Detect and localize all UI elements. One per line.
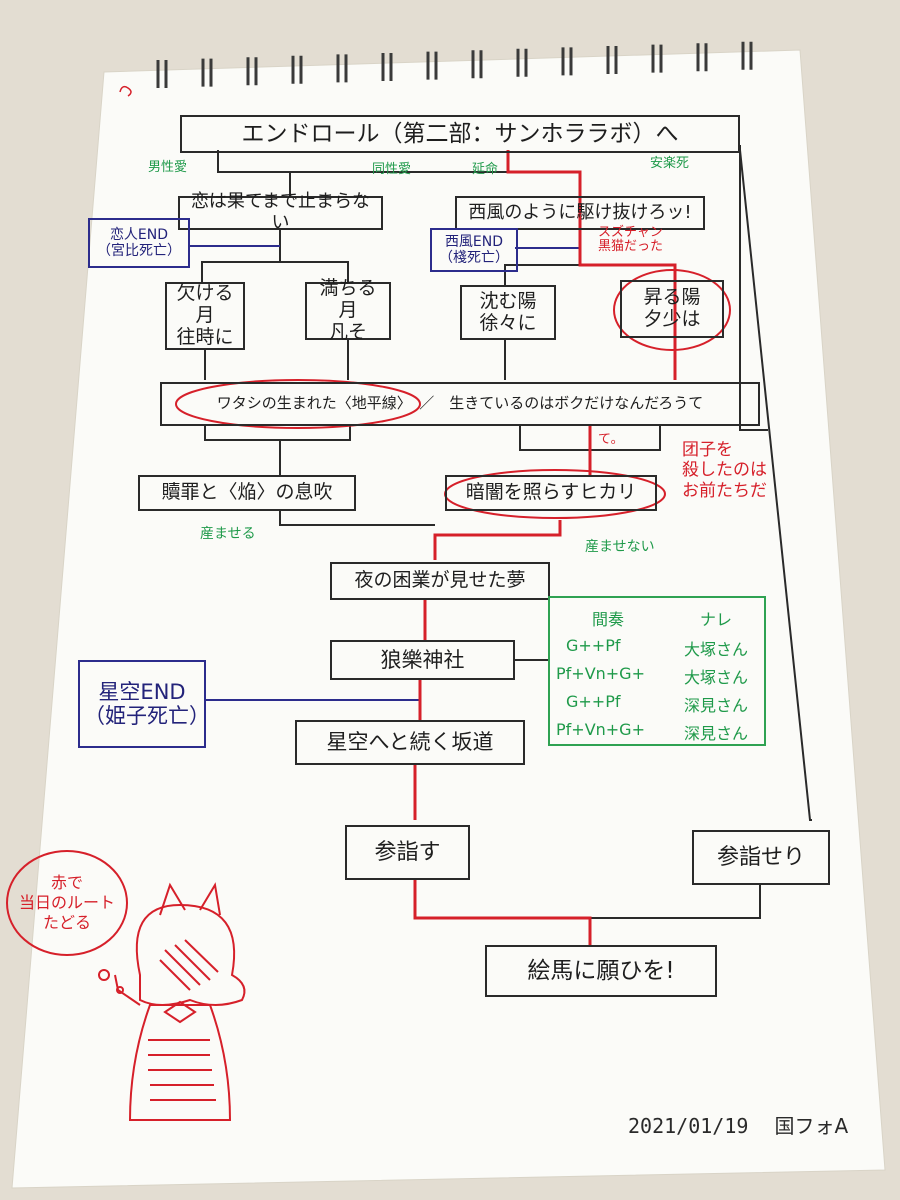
spiral-ring	[291, 55, 303, 84]
date-text: 2021/01/19	[628, 1114, 749, 1138]
node-shizumu-hi: 沈む陽 徐々に	[460, 285, 556, 340]
node-seifu: 西風のように駆け抜けろッ!	[455, 196, 705, 230]
node-anyami: 暗闇を照らすヒカリ	[445, 475, 657, 511]
spiral-ring	[651, 44, 663, 73]
node-koibito-end: 恋人END （宮比死亡）	[88, 218, 190, 268]
speech-bubble: 赤で 当日のルート たどる	[6, 850, 128, 956]
table-header-2: ナレ	[700, 610, 733, 629]
label-anraku: 安楽死	[650, 156, 690, 171]
node-noboru-hi: 昇る陽 夕少は	[620, 280, 724, 338]
table-row-1-col-2: 大塚さん	[684, 640, 749, 659]
line-watashi-left	[204, 425, 351, 441]
character-doodle	[98, 882, 246, 1121]
node-kakeru-tsuki: 欠ける月 往時に	[165, 282, 245, 350]
node-koi: 恋は果てまで止まらない	[178, 191, 383, 233]
node-watashi: ワタシの生まれた〈地平線〉 ／ 生きているのはボクだけなんだろうて	[160, 382, 760, 426]
red-circles	[175, 269, 731, 519]
character-obi-hatch	[148, 1039, 216, 1101]
table-row-2-col-2: 大塚さん	[684, 668, 749, 687]
footer-date: 2021/01/19 国フォA	[628, 1110, 848, 1139]
spiral-ring	[336, 54, 348, 83]
table-row-4-col-2: 深見さん	[684, 724, 749, 743]
spiral-ring	[156, 60, 168, 88]
signature-text: 国フォA	[774, 1114, 849, 1138]
red-route-path	[413, 150, 677, 945]
red-route	[413, 150, 677, 945]
node-sankei-su: 参詣す	[345, 825, 470, 880]
character-face-hatch	[159, 939, 219, 991]
spiral-ring	[381, 53, 393, 81]
accompaniment-table: 間奏 ナレ G++Pf 大塚さん Pf+Vn+G+ 大塚さん G++Pf 深見さ…	[548, 596, 766, 746]
node-seifu-end: 西風END （棧死亡）	[430, 228, 518, 272]
blue-lines	[190, 245, 580, 701]
label-umasenai: 産ませない	[585, 539, 655, 555]
table-row-2-col-1: Pf+Vn+G+	[556, 664, 645, 683]
label-oshiru: 团子を 殺したのは お前たちだ	[682, 440, 767, 501]
line-shokuzai-merge	[279, 510, 435, 526]
node-michiru-tsuki: 満ちる月 凡そ	[305, 277, 391, 343]
spiral-ring	[201, 58, 213, 87]
label-dansei: 男性愛	[148, 160, 188, 175]
node-endroll: エンドロール（第二部：サンホララボ）へ	[180, 115, 740, 153]
spiral-ring	[741, 41, 753, 70]
character-hair	[135, 903, 246, 1006]
notebook-sheet	[11, 49, 886, 1189]
table-row-1-col-1: G++Pf	[566, 636, 621, 655]
label-dosei: 同性愛	[372, 162, 412, 177]
bubble-dot-2	[116, 986, 124, 994]
node-ogura: 狼樂神社	[330, 640, 515, 680]
node-hoshizora-end: 星空END （姫子死亡）	[78, 660, 210, 748]
table-header-1: 間奏	[592, 610, 625, 629]
label-enmei: 延命	[472, 162, 499, 177]
label-umaseru: 産ませる	[200, 526, 256, 542]
label-te: て。	[598, 432, 624, 447]
line-right-column	[739, 145, 768, 431]
character-body	[128, 1004, 232, 1121]
table-row-3-col-2: 深見さん	[684, 696, 749, 715]
bubble-dot-1	[98, 969, 110, 981]
table-row-3-col-1: G++Pf	[566, 692, 621, 711]
node-yoru: 夜の困業が見せた夢	[330, 562, 550, 600]
node-sankei-seri: 参詣せり	[692, 830, 830, 885]
corner-mark	[119, 85, 132, 97]
character-bow	[163, 1000, 197, 1024]
line-outer-right	[739, 149, 812, 821]
spiral-ring	[426, 51, 438, 80]
node-sakamichi: 星空へと続く坂道	[295, 720, 525, 765]
spiral-ring	[696, 43, 708, 72]
label-sukecchan: スズチャン 黒猫だった	[598, 225, 664, 255]
spiral-binding	[156, 41, 753, 88]
circle-watashi	[175, 379, 421, 429]
spiral-ring	[561, 47, 573, 76]
spiral-ring	[606, 46, 618, 74]
spiral-ring	[246, 57, 258, 86]
table-row-4-col-1: Pf+Vn+G+	[556, 720, 645, 739]
spiral-ring	[471, 50, 483, 79]
circle-noboru	[613, 269, 731, 351]
character-ears	[159, 882, 221, 916]
line-koi-right	[280, 261, 349, 282]
spiral-ring	[516, 48, 528, 77]
node-ema: 絵馬に願ひを!	[485, 945, 717, 997]
line-sankei-seri-down	[590, 885, 761, 919]
node-shokuzai: 贖罪と〈焔〉の息吹	[138, 475, 356, 511]
